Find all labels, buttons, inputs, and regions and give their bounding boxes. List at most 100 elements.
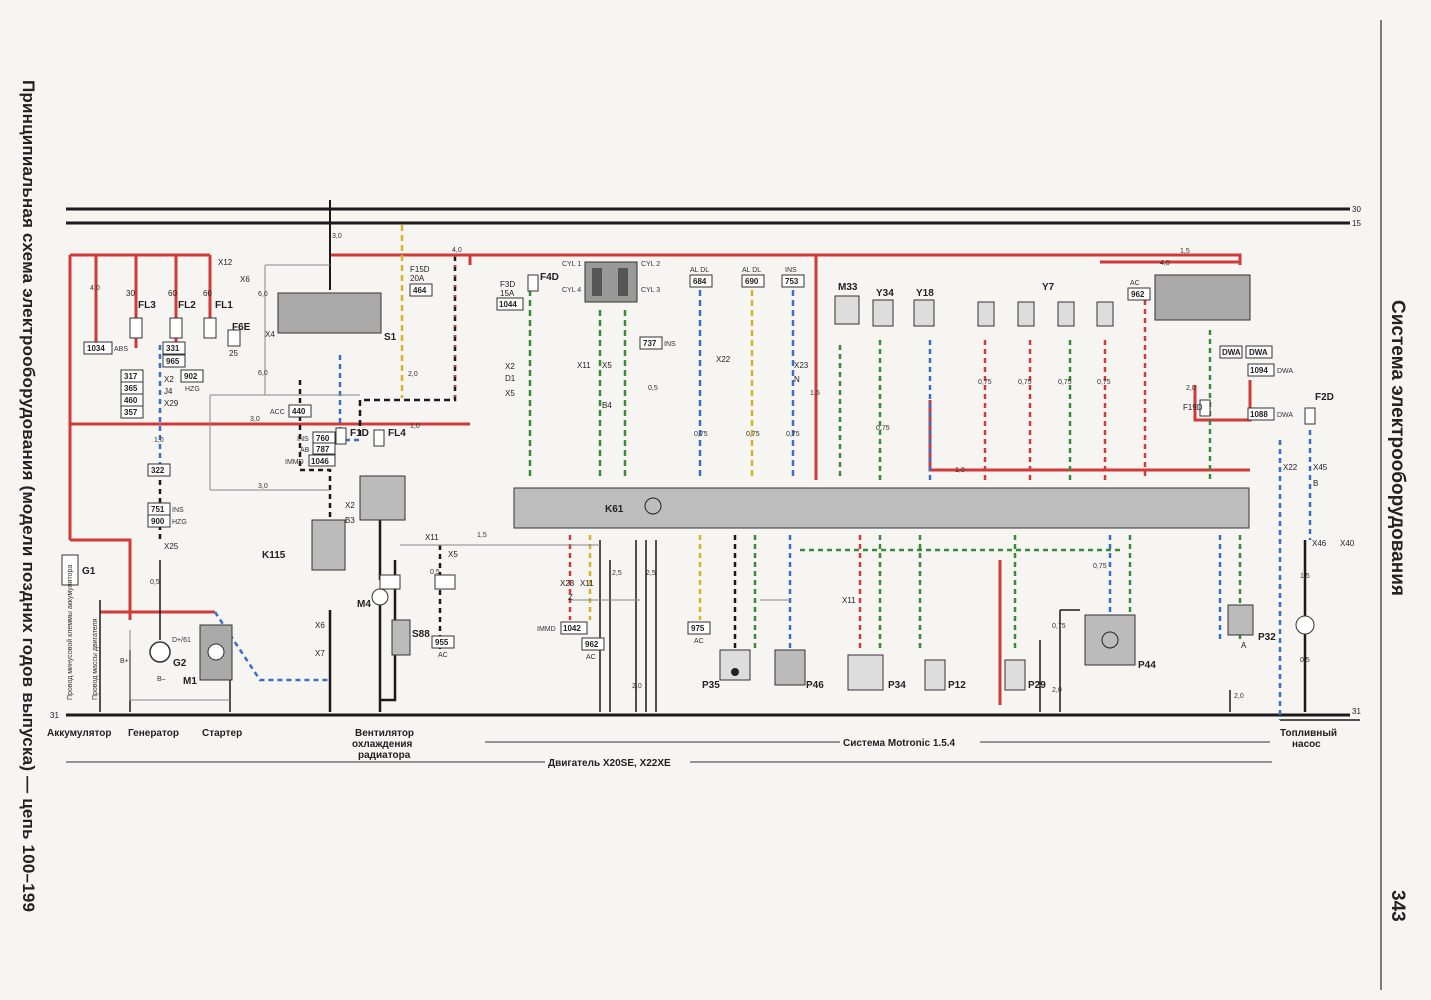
coil-winding-1 — [592, 268, 602, 296]
ws-20-b: 2,0 — [632, 683, 642, 690]
code-al-dl-690: AL DL — [742, 267, 761, 274]
sensor-p46 — [774, 649, 806, 686]
fuse-fl1-value: 60 — [203, 289, 212, 298]
code-ac-962b: AC — [586, 654, 596, 661]
code-760: 760 — [316, 434, 330, 443]
conn-x4: X4 — [265, 330, 275, 339]
code-1042: 1042 — [563, 624, 581, 633]
code-box-dwa-1 — [1219, 345, 1243, 359]
fuse-f15d-rating: 20A — [410, 274, 425, 283]
code-al-dl-684: AL DL — [690, 267, 709, 274]
motor-icon — [207, 643, 225, 661]
label-m33: M33 — [838, 282, 858, 293]
conn-x5: X5 — [505, 389, 515, 398]
code-1088: 1088 — [1250, 410, 1268, 419]
ws-30-b: 3,0 — [250, 416, 260, 423]
code-immd-1042: IMMD — [537, 626, 556, 633]
ws-25-a: 2,5 — [612, 570, 622, 577]
code-box-684 — [689, 274, 713, 288]
label-p29: P29 — [1028, 680, 1046, 691]
label-bplus: B+ — [120, 658, 129, 665]
coil-cyl2: CYL 2 — [641, 261, 660, 268]
connector-labels: X12 X6 X4 X2 X29 J4 X25 X2 D1 X5 X11 X5 … — [164, 258, 1355, 658]
fuse-f6e — [227, 329, 241, 347]
sensor-p34 — [847, 654, 884, 691]
relay-ac-1 — [379, 574, 401, 590]
code-753: 753 — [785, 277, 799, 286]
label-s88: S88 — [412, 629, 430, 640]
ws-15-c: 1,5 — [810, 390, 820, 397]
conn-x25: X25 — [164, 542, 179, 551]
label-p44: P44 — [1138, 660, 1156, 671]
label-battery-neg-wire: Провод минусовой клеммы аккумулятора — [66, 565, 74, 700]
conn-x5-c: X5 — [448, 550, 458, 559]
ws-20-d: 2,0 — [1052, 687, 1062, 694]
code-751: 751 — [151, 505, 165, 514]
code-ins-737: INS — [664, 341, 676, 348]
coil-cyl1: CYL 1 — [562, 261, 581, 268]
label-k115: K115 — [262, 550, 286, 561]
code-box-440 — [288, 404, 312, 418]
ws-075-g: 0,75 — [1058, 379, 1072, 386]
ws-075-a: 0,75 — [694, 431, 708, 438]
conn-b: B — [1313, 479, 1318, 488]
code-box-1042 — [560, 621, 588, 635]
conn-n: N — [794, 375, 800, 384]
conn-x45: X45 — [1313, 463, 1328, 472]
fuse-fl3 — [129, 317, 143, 339]
code-690: 690 — [745, 277, 759, 286]
fuse-f19d-label: F19D — [1183, 403, 1203, 412]
label-p12: P12 — [948, 680, 966, 691]
relay-k115 — [311, 519, 346, 571]
label-g1: G1 — [82, 566, 96, 577]
code-464: 464 — [413, 286, 427, 295]
conn-d1: D1 — [505, 374, 516, 383]
label-motronic: Система Motronic 1.5.4 — [843, 738, 956, 749]
label-fuel-pump-1: Топливный — [1280, 728, 1337, 739]
code-box-1088 — [1247, 407, 1275, 421]
label-fuel-pump-2: насос — [1292, 739, 1321, 750]
coil-cyl4: CYL 4 — [562, 287, 581, 294]
label-fan-2: охлаждения — [352, 739, 413, 750]
code-hzg-900: HZG — [172, 519, 187, 526]
code-365: 365 — [124, 384, 138, 393]
fuse-f3d-label: F3D — [500, 280, 515, 289]
code-hzg: HZG — [185, 386, 200, 393]
conn-x5-b: X5 — [602, 361, 612, 370]
ws-60-b: 6,0 — [258, 370, 268, 377]
ws-075-c: 0,75 — [786, 431, 800, 438]
relay-dwa — [1154, 274, 1251, 321]
code-box-965 — [162, 354, 186, 368]
conn-x40: X40 — [1340, 539, 1355, 548]
code-ins-753: INS — [785, 267, 797, 274]
label-p34: P34 — [888, 680, 906, 691]
conn-b4: B4 — [602, 401, 612, 410]
label-generator: Генератор — [128, 728, 179, 739]
wire-size-labels: 4,0 4,0 4,0 3,0 3,0 3,0 6,0 6,0 2,5 2,5 … — [90, 233, 1310, 700]
ws-05-a: 0,5 — [150, 579, 160, 586]
injector-1 — [977, 301, 995, 327]
fuse-f6e-label: F6E — [232, 322, 251, 333]
side-title: Принципиальная схема электрооборудования… — [19, 80, 38, 913]
ecu-body — [513, 487, 1250, 529]
conn-x7: X7 — [315, 649, 325, 658]
ws-40-b: 4,0 — [452, 247, 462, 254]
rail-31-left-label: 31 — [50, 711, 59, 720]
code-787: 787 — [316, 445, 330, 454]
relay-ac-2 — [434, 574, 456, 590]
code-ac-975: AC — [694, 638, 704, 645]
code-ab: AB — [300, 447, 310, 454]
label-g2: G2 — [173, 658, 187, 669]
code-1046: 1046 — [311, 457, 329, 466]
conn-x22: X22 — [716, 355, 731, 364]
code-ac-962: AC — [1130, 280, 1140, 287]
conn-x12: X12 — [218, 258, 233, 267]
ws-075-j: 0,75 — [1093, 563, 1107, 570]
ws-075-d: 0,75 — [876, 425, 890, 432]
sensor-p44 — [1084, 614, 1136, 666]
fuse-f1d-label: F1D — [350, 428, 369, 439]
ws-10-a: 1,0 — [154, 437, 164, 444]
label-s1: S1 — [384, 332, 397, 343]
injector-3 — [1057, 301, 1075, 327]
fuse-fl4-label: FL4 — [388, 428, 406, 439]
